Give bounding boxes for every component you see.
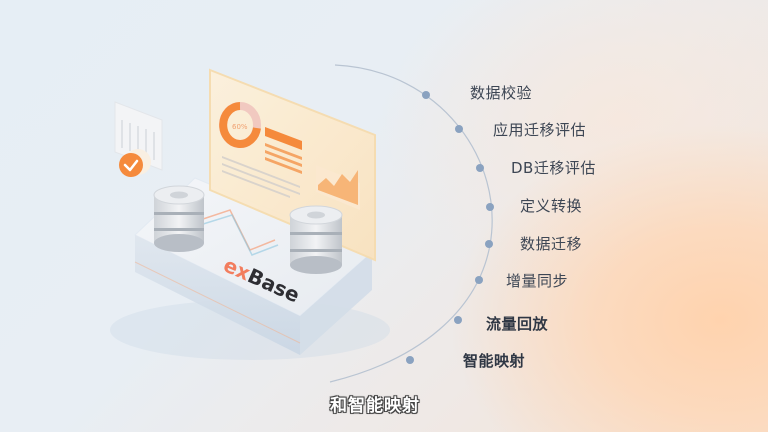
feature-incremental-sync: 增量同步 [506, 272, 569, 290]
exbase-illustration: 60% [110, 68, 390, 360]
arc-dot [476, 164, 484, 172]
feature-app-migration-assessment: 应用迁移评估 [493, 121, 587, 139]
arc-dot [475, 276, 483, 284]
database-icon-left [153, 185, 205, 252]
arc-dot [455, 125, 463, 133]
subtitle-caption: 和智能映射 [330, 396, 420, 416]
feature-data-validation: 数据校验 [470, 84, 533, 102]
donut-chart-icon [219, 102, 261, 148]
svg-text:60%: 60% [232, 123, 248, 131]
feature-smart-mapping: 智能映射 [463, 352, 526, 370]
arc-dot [454, 316, 462, 324]
feature-traffic-replay: 流量回放 [486, 315, 549, 333]
arc-dot [485, 240, 493, 248]
feature-definition-conversion: 定义转换 [520, 197, 583, 215]
database-icon-right [289, 205, 343, 274]
arc-dot [422, 91, 430, 99]
feature-data-migration: 数据迁移 [520, 235, 583, 253]
feature-db-migration-assessment: DB迁移评估 [511, 159, 596, 177]
check-icon [119, 153, 143, 177]
arc-dot [406, 356, 414, 364]
arc-dot [486, 203, 494, 211]
